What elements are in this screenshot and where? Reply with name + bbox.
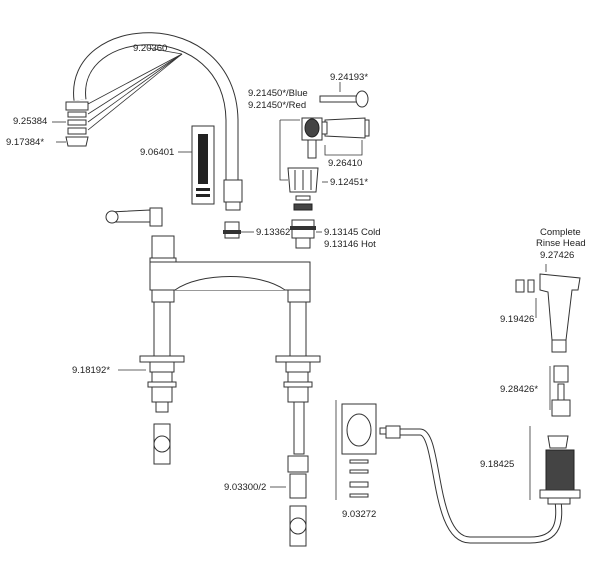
label-connector: 9.13362 — [256, 227, 291, 238]
label-spout-bracket: 9.06401 — [140, 147, 175, 158]
label-diverter: 9.03272 — [342, 509, 377, 520]
label-aerator-washer: 9.25384 — [13, 116, 48, 127]
aerator — [65, 136, 89, 147]
label-index-blue: 9.21450*/Blue — [248, 88, 308, 99]
label-rinse-code: 9.27426 — [540, 250, 575, 261]
label-shank-kit: 9.18192* — [72, 365, 111, 376]
label-lever: 9.26410 — [328, 158, 363, 169]
label-spout: 9.20360 — [133, 43, 168, 54]
aerator-ring — [65, 101, 89, 111]
label-shroud: 9.12451* — [330, 177, 369, 188]
left-shank — [153, 301, 171, 359]
label-rinse-complete: Complete — [540, 227, 581, 238]
label-aerator: 9.17384* — [6, 137, 45, 148]
label-tail-connector: 9.03300/2 — [224, 482, 267, 493]
label-cartridge-hot: 9.13146 Hot — [324, 239, 376, 250]
right-tail-connector — [287, 455, 309, 473]
spout-base — [223, 179, 243, 203]
handle-screw — [319, 95, 359, 103]
rinse-head — [539, 273, 581, 341]
right-shank — [289, 301, 307, 359]
rinse-hose — [398, 428, 563, 544]
right-lever-handle — [324, 117, 366, 139]
label-rinse-washer: 9.19426 — [500, 314, 535, 325]
label-hose-connector: 9.28426* — [500, 384, 539, 395]
label-handle-screw: 9.24193* — [330, 72, 369, 83]
label-cartridge-cold: 9.13145 Cold — [324, 227, 381, 238]
hose-guide — [547, 435, 569, 449]
label-hose-guide: 9.18425 — [480, 459, 515, 470]
label-index-red: 9.21450*/Red — [248, 100, 307, 111]
hose-connector — [553, 365, 569, 383]
left-valve-body — [151, 235, 175, 261]
label-rinse-head: Rinse Head — [536, 238, 586, 249]
